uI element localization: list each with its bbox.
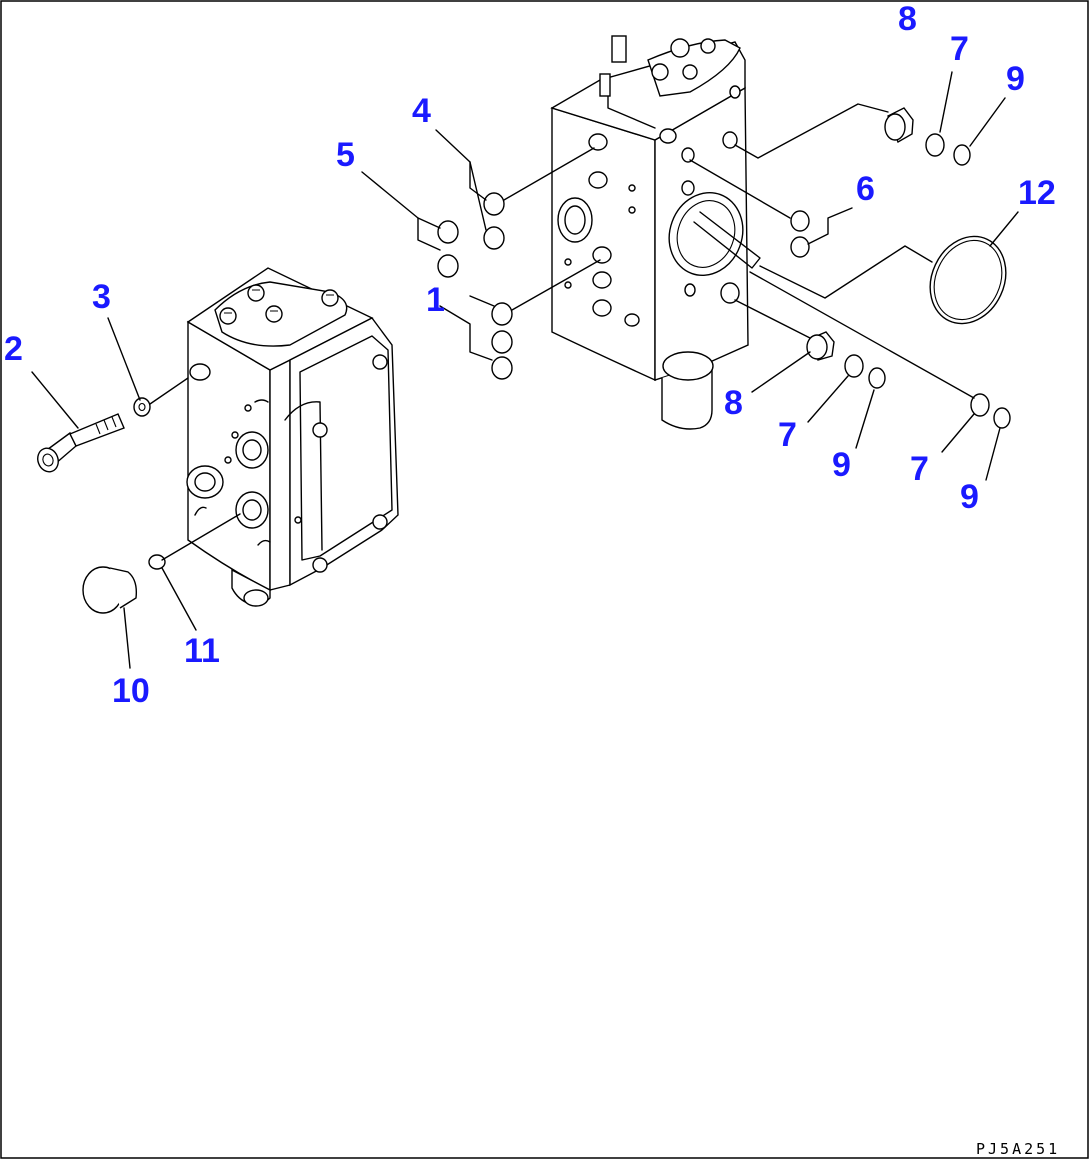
callout-2: 2 [4,330,23,368]
loose-parts [37,107,1011,614]
right-valve-body [550,35,749,430]
callout-numbers: 1 2 3 4 5 6 7 7 7 8 8 9 9 9 10 11 12 [4,0,1056,710]
callout-7-right: 7 [910,450,929,488]
callout-9-right: 9 [960,478,979,516]
leader-lines [31,71,1019,669]
left-valve-body [186,267,399,607]
callout-4: 4 [412,92,431,130]
callout-8-bottom: 8 [724,384,743,422]
callout-12: 12 [1018,174,1056,212]
callout-9-mid: 9 [832,446,851,484]
callout-8-top: 8 [898,0,917,38]
drawing-code: PJ5A251 [976,1140,1060,1158]
callout-7-mid: 7 [778,416,797,454]
callout-5: 5 [336,136,355,174]
callout-11: 11 [184,632,220,670]
callout-9-top: 9 [1006,60,1025,98]
callout-1: 1 [426,281,445,319]
callout-7-top: 7 [950,30,969,68]
callout-3: 3 [92,278,111,316]
callout-6: 6 [856,170,875,208]
callout-10: 10 [112,672,150,710]
